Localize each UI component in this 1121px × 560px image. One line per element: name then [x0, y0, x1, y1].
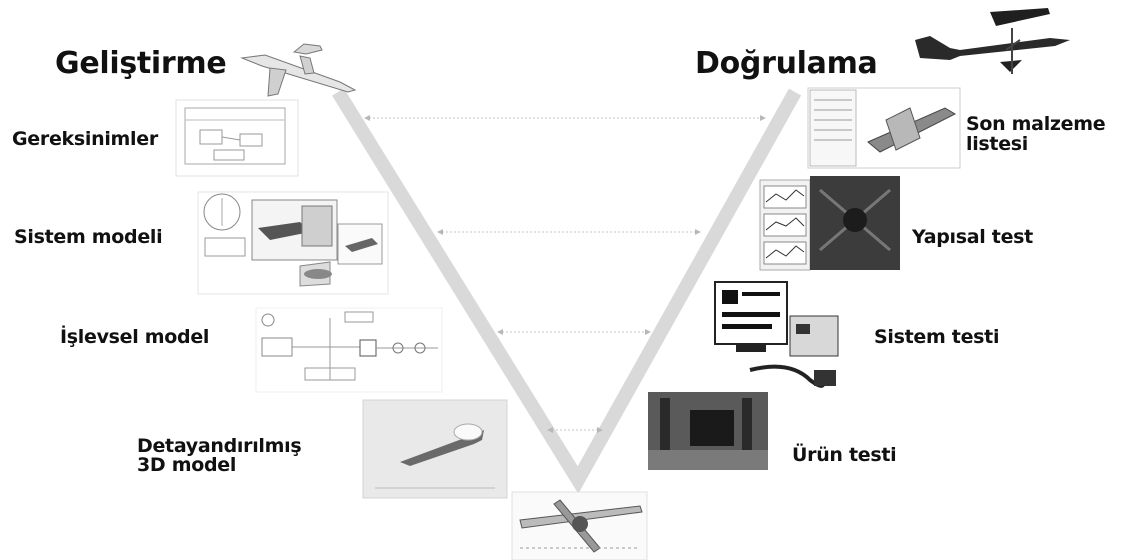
- structural-test-thumbnail: [759, 176, 900, 271]
- step-detailed-3d-model-line1: Detayandırılmış: [137, 435, 302, 457]
- v-shape: [332, 88, 802, 494]
- step-detailed-3d-model-line2: 3D model: [137, 454, 237, 476]
- 3d-model-thumbnail: [362, 399, 508, 499]
- step-product-test: Ürün testi: [792, 444, 897, 466]
- uav-assembly-thumbnail: [511, 491, 648, 560]
- step-system-test: Sistem testi: [874, 326, 1000, 348]
- step-bom-line2: listesi: [966, 133, 1029, 155]
- requirements-diagram-thumbnail: [175, 99, 299, 177]
- uav-icon-left: [240, 43, 357, 97]
- system-model-thumbnail: [197, 191, 389, 295]
- step-requirements: Gereksinimler: [12, 128, 158, 150]
- system-test-thumbnail: [714, 281, 839, 388]
- step-structural-test: Yapısal test: [912, 226, 1033, 248]
- step-bom-line1: Son malzeme: [966, 113, 1106, 135]
- right-header: Doğrulama: [695, 46, 878, 81]
- bom-thumbnail: [807, 87, 961, 169]
- uav-icon-right: [915, 8, 1070, 74]
- step-system-model: Sistem modeli: [14, 226, 163, 248]
- product-test-thumbnail: [648, 392, 768, 470]
- left-header: Geliştirme: [55, 46, 227, 81]
- step-functional-model: İşlevsel model: [60, 326, 210, 348]
- functional-model-thumbnail: [255, 307, 443, 393]
